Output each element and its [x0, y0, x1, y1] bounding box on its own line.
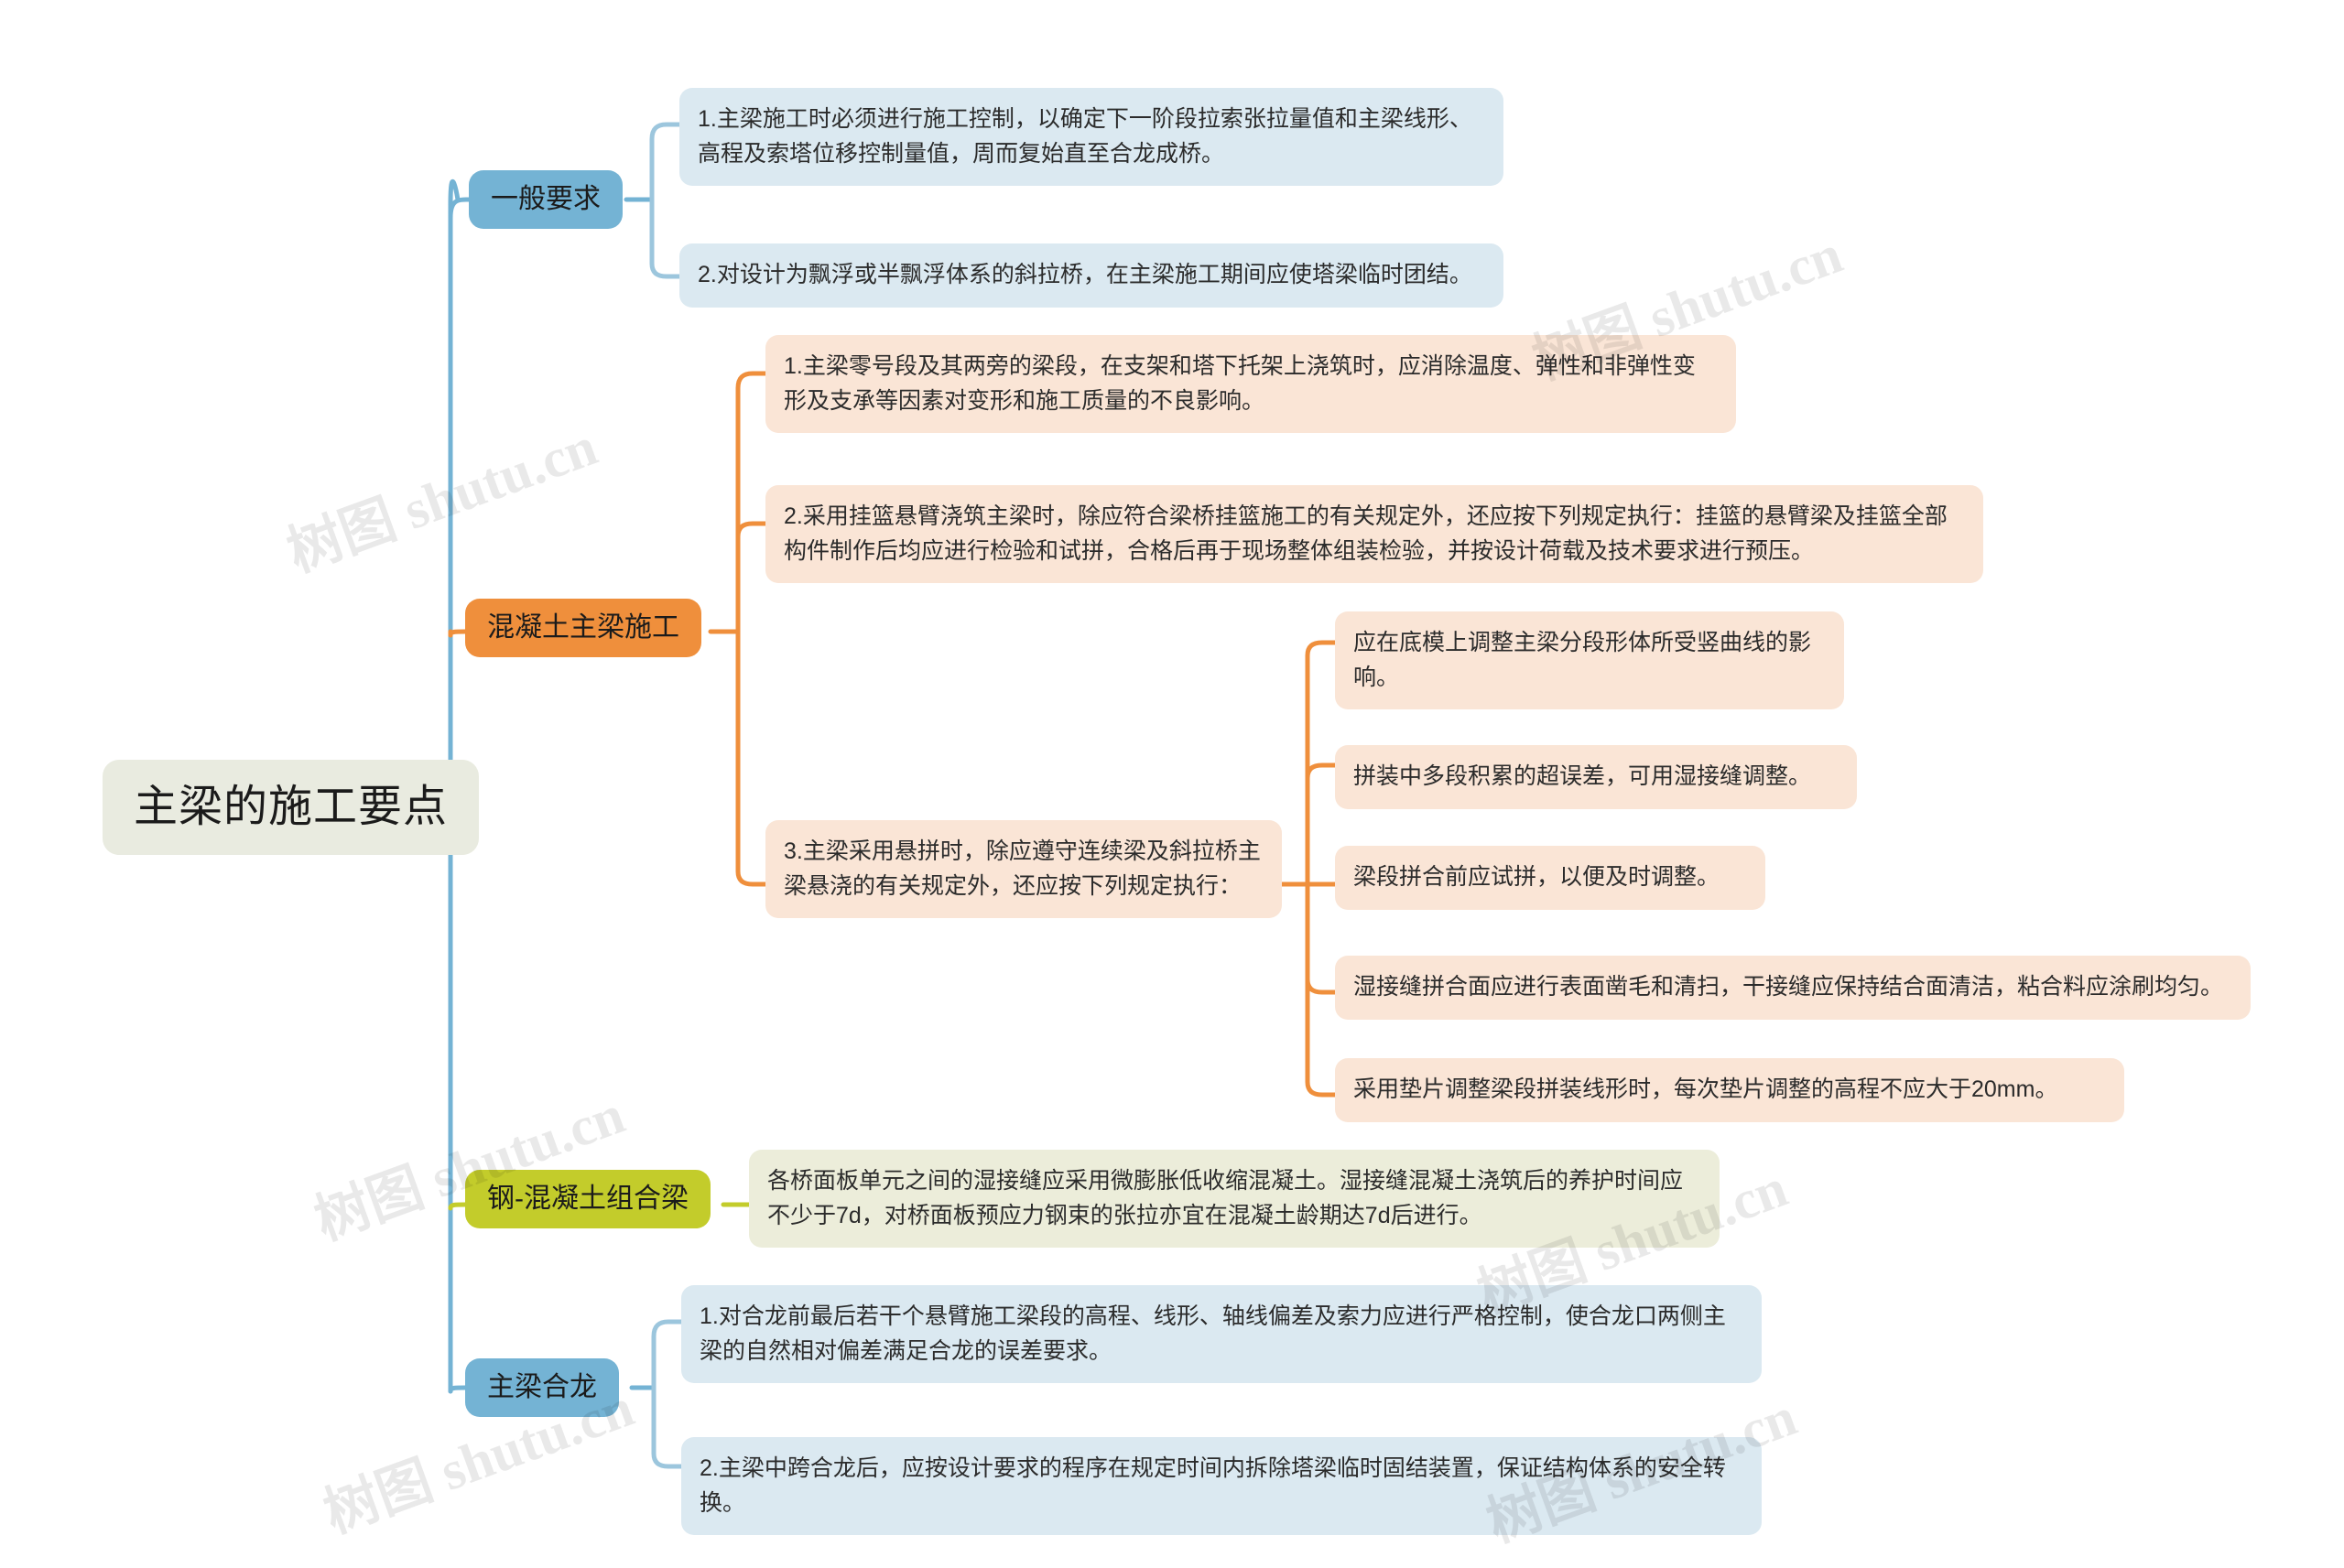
leaf-node-closure-2[interactable]: 2.主梁中跨合龙后，应按设计要求的程序在规定时间内拆除塔梁临时固结装置，保证结构…: [681, 1437, 1762, 1535]
leaf-node-text: 2.主梁中跨合龙后，应按设计要求的程序在规定时间内拆除塔梁临时固结装置，保证结构…: [700, 1455, 1726, 1516]
leaf-node-text: 各桥面板单元之间的湿接缝应采用微膨胀低收缩混凝土。湿接缝混凝土浇筑后的养护时间应…: [767, 1168, 1684, 1228]
leaf-node-text: 2.采用挂篮悬臂浇筑主梁时，除应符合梁桥挂篮施工的有关规定外，还应按下列规定执行…: [784, 503, 1948, 564]
branch-node-label: 钢-混凝土组合梁: [487, 1184, 689, 1214]
leaf-node-text: 1.主梁零号段及其两旁的梁段，在支架和塔下托架上浇筑时，应消除温度、弹性和非弹性…: [784, 353, 1696, 414]
watermark: 树图 shutu.cn: [279, 416, 605, 584]
leaf-node-concrete-3-sub-4[interactable]: 湿接缝拼合面应进行表面凿毛和清扫，干接缝应保持结合面清洁，粘合料应涂刷均匀。: [1335, 956, 2251, 1020]
branch-node-label: 混凝土主梁施工: [487, 612, 679, 643]
leaf-node-concrete-3-sub-5[interactable]: 采用垫片调整梁段拼装线形时，每次垫片调整的高程不应大于20mm。: [1335, 1058, 2124, 1122]
branch-node-steel-concrete-composite-girder[interactable]: 钢-混凝土组合梁: [465, 1170, 711, 1228]
leaf-node-text: 采用垫片调整梁段拼装线形时，每次垫片调整的高程不应大于20mm。: [1353, 1076, 2058, 1102]
leaf-node-text: 1.对合龙前最后若干个悬臂施工梁段的高程、线形、轴线偏差及索力应进行严格控制，使…: [700, 1303, 1726, 1364]
leaf-node-concrete-3-sub-1[interactable]: 应在底模上调整主梁分段形体所受竖曲线的影响。: [1335, 611, 1844, 709]
leaf-node-concrete-3-sub-3[interactable]: 梁段拼合前应试拼，以便及时调整。: [1335, 846, 1765, 910]
leaf-node-closure-1[interactable]: 1.对合龙前最后若干个悬臂施工梁段的高程、线形、轴线偏差及索力应进行严格控制，使…: [681, 1285, 1762, 1383]
leaf-node-text: 2.对设计为飘浮或半飘浮体系的斜拉桥，在主梁施工期间应使塔梁临时团结。: [698, 262, 1472, 287]
branch-node-label: 主梁合龙: [487, 1372, 597, 1402]
branch-node-concrete-girder-construction[interactable]: 混凝土主梁施工: [465, 599, 701, 657]
leaf-node-text: 应在底模上调整主梁分段形体所受竖曲线的影响。: [1353, 630, 1812, 690]
leaf-node-general-1[interactable]: 1.主梁施工时必须进行施工控制，以确定下一阶段拉索张拉量值和主梁线形、高程及索塔…: [679, 88, 1503, 186]
root-node[interactable]: 主梁的施工要点: [103, 760, 480, 855]
leaf-node-text: 湿接缝拼合面应进行表面凿毛和清扫，干接缝应保持结合面清洁，粘合料应涂刷均匀。: [1353, 974, 2224, 1000]
leaf-node-concrete-2[interactable]: 2.采用挂篮悬臂浇筑主梁时，除应符合梁桥挂篮施工的有关规定外，还应按下列规定执行…: [765, 485, 1983, 583]
leaf-node-text: 1.主梁施工时必须进行施工控制，以确定下一阶段拉索张拉量值和主梁线形、高程及索塔…: [698, 106, 1472, 167]
leaf-node-concrete-3[interactable]: 3.主梁采用悬拼时，除应遵守连续梁及斜拉桥主梁悬浇的有关规定外，还应按下列规定执…: [765, 820, 1282, 918]
root-node-label: 主梁的施工要点: [134, 783, 449, 831]
branch-node-label: 一般要求: [491, 184, 601, 214]
leaf-node-concrete-1[interactable]: 1.主梁零号段及其两旁的梁段，在支架和塔下托架上浇筑时，应消除温度、弹性和非弹性…: [765, 335, 1736, 433]
leaf-node-text: 梁段拼合前应试拼，以便及时调整。: [1353, 864, 1720, 890]
leaf-node-text: 3.主梁采用悬拼时，除应遵守连续梁及斜拉桥主梁悬浇的有关规定外，还应按下列规定执…: [784, 838, 1261, 899]
branch-node-girder-closure[interactable]: 主梁合龙: [465, 1358, 619, 1417]
leaf-node-text: 拼装中多段积累的超误差，可用湿接缝调整。: [1353, 763, 1812, 789]
leaf-node-concrete-3-sub-2[interactable]: 拼装中多段积累的超误差，可用湿接缝调整。: [1335, 745, 1857, 809]
leaf-node-composite-1[interactable]: 各桥面板单元之间的湿接缝应采用微膨胀低收缩混凝土。湿接缝混凝土浇筑后的养护时间应…: [749, 1150, 1720, 1248]
branch-node-general-requirements[interactable]: 一般要求: [469, 170, 623, 229]
leaf-node-general-2[interactable]: 2.对设计为飘浮或半飘浮体系的斜拉桥，在主梁施工期间应使塔梁临时团结。: [679, 243, 1503, 308]
